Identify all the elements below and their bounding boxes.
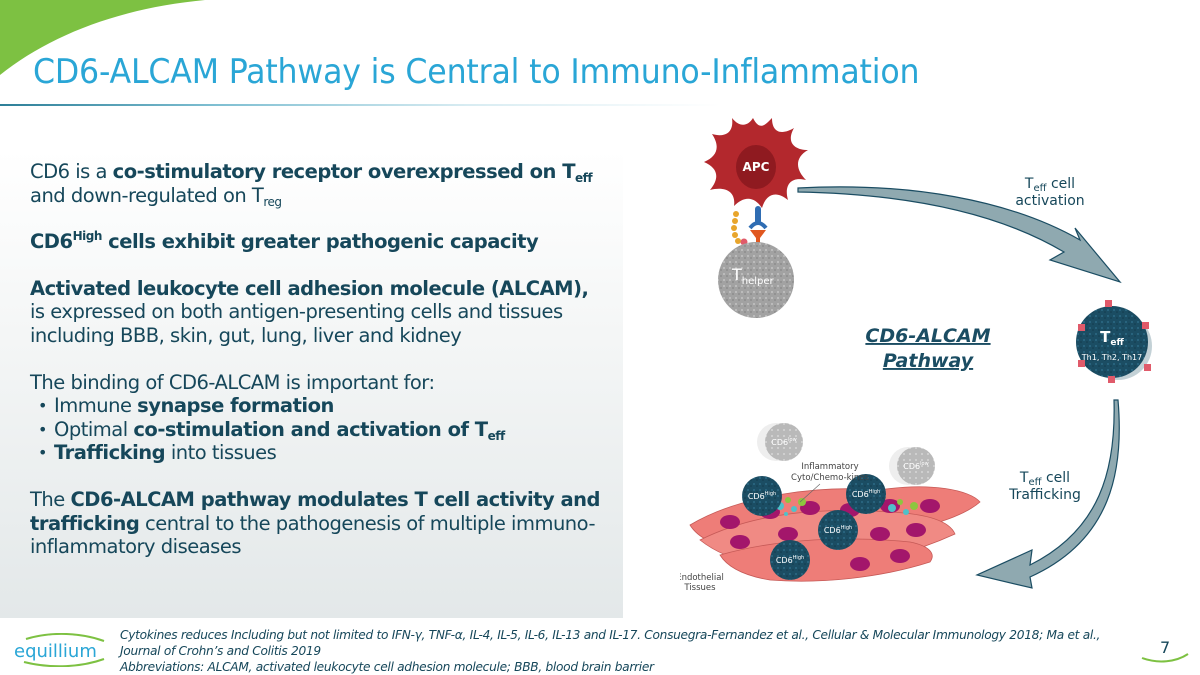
paragraph-binding: The binding of CD6-ALCAM is important fo… [30,371,620,465]
body-text: CD6 is a co-stimulatory receptor overexp… [30,160,620,582]
apc-cell: APC [704,118,808,208]
cd6-low-cell: CD6low [889,447,935,485]
corner-accent-shape [0,0,205,75]
svg-text:Pathway: Pathway [883,350,975,372]
svg-text:Trafficking: Trafficking [1008,487,1081,503]
svg-text:CD6High: CD6High [776,555,804,565]
cd6-high-cell: CD6High [770,540,810,580]
binding-bullet-list: Immune synapse formation Optimal co-stim… [30,394,620,465]
footnote-line: Journal of Crohn’s and Colitis 2019 [120,644,321,658]
endothelial-label: Endothelial Tissues [680,573,724,593]
cd6-low-cell: CD6low [757,423,803,461]
svg-text:Teff cell: Teff cell [1024,176,1075,194]
page-title: CD6-ALCAM Pathway is Central to Immuno-I… [33,52,920,92]
cd6-high-cell: CD6High [742,476,782,516]
cd6-high-cell: CD6High [818,510,858,550]
paragraph-alcam: Activated leukocyte cell adhesion molecu… [30,276,589,347]
svg-text:CD6High: CD6High [852,489,880,499]
footnote: Cytokines reduces Including but not limi… [120,627,1140,675]
footnote-line: Abbreviations: ALCAM, activated leukocyt… [120,660,654,674]
page-number: 7 [1160,638,1171,657]
teff-subtypes: Th1, Th2, Th17 [1081,353,1142,362]
pathway-title: CD6-ALCAM Pathway [865,325,990,372]
cd6-high-cell: CD6High [846,474,886,514]
bullet-item: Optimal co-stimulation and activation of… [38,418,620,442]
svg-text:activation: activation [1015,193,1084,209]
teff-cell: Teff Th1, Th2, Th17 [1076,300,1152,383]
cd6-alcam-pathway-diagram: Teff cell activation Teff cell Trafficki… [680,118,1152,593]
svg-text:CD6High: CD6High [748,491,776,501]
cytokines-label: Inflammatory Cyto/Chemo-kines [791,462,870,503]
trafficking-arrow [975,399,1120,589]
apc-label: APC [743,160,770,174]
svg-text:Teff cell: Teff cell [1019,470,1070,488]
svg-text:Tissues: Tissues [683,583,716,593]
activation-label: Teff cell activation [1015,176,1084,209]
svg-text:CD6low: CD6low [903,461,928,471]
svg-text:Cyto/Chemo-kines: Cyto/Chemo-kines [791,473,870,483]
bullet-item: Trafficking into tissues [38,441,620,465]
svg-text:CD6-ALCAM: CD6-ALCAM [865,325,990,347]
paragraph-cd6-high: CD6High cells exhibit greater pathogenic… [30,229,539,254]
bullet-item: Immune synapse formation [38,394,620,418]
text-panel-background [0,150,623,618]
svg-text:Endothelial: Endothelial [680,573,724,583]
svg-text:equillium: equillium [14,641,97,662]
equillium-logo: equillium [14,633,105,667]
svg-text:CD6low: CD6low [771,437,796,447]
svg-text:Inflammatory: Inflammatory [801,462,858,472]
page-number-swoosh [1141,653,1189,663]
footnote-line: Cytokines reduces Including but not limi… [120,628,1101,642]
paragraph-pathway-summary: The CD6-ALCAM pathway modulates T cell a… [30,487,600,559]
svg-text:CD6High: CD6High [824,525,852,535]
title-divider [0,104,720,106]
receptor-synapse [731,206,768,248]
paragraph-cd6-receptor: CD6 is a co-stimulatory receptor overexp… [30,160,593,209]
activation-arrow [797,186,1122,284]
svg-text:Teff: Teff [1100,328,1124,348]
trafficking-label: Teff cell Trafficking [1008,470,1081,503]
thelper-cell: Thelper [718,242,794,318]
thelper-label: Thelper [731,265,775,287]
